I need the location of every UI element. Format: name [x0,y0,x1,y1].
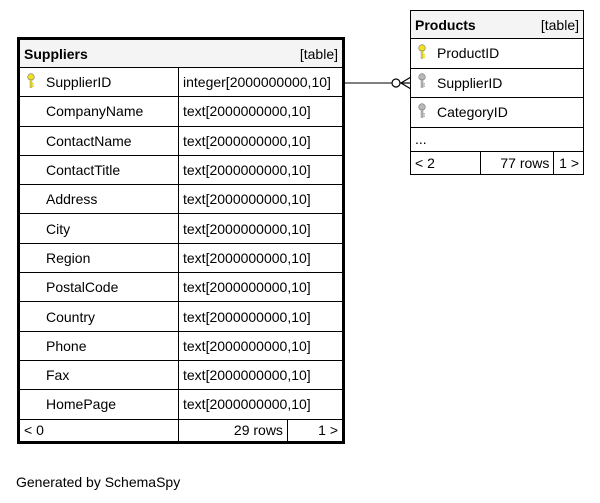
column-type: text[2000000000,10] [178,359,344,391]
optional-marker [391,78,401,88]
key-cell [18,301,42,332]
key-cell [18,154,42,186]
products-parents: < 2 [409,150,482,175]
products-more-row: ... [410,126,584,152]
key-cell [18,272,42,303]
key-cell [18,330,42,361]
key-cell [18,242,42,274]
column-name: PostalCode [42,272,179,303]
key-cell [410,67,433,98]
suppliers-row-count: 29 rows [178,418,288,443]
key-cell [18,184,42,215]
column-type: text[2000000000,10] [178,96,344,127]
column-type: text[2000000000,10] [178,389,344,420]
key-cell [18,389,42,420]
products-children: 1 > [553,150,584,175]
column-name: CategoryID [433,97,584,128]
products-title: Products [409,10,481,39]
crowfoot-lower [400,82,412,90]
column-name: ProductID [433,38,584,69]
column-type: integer[2000000000,10] [178,66,344,98]
column-type: text[2000000000,10] [178,301,344,332]
column-type: text[2000000000,10] [178,242,344,274]
suppliers-footer: < 0 29 rows 1 > [18,418,345,443]
foreign-key-icon [418,103,426,118]
key-cell [18,125,42,156]
column-type: text[2000000000,10] [178,213,344,244]
column-name: ContactTitle [42,154,179,186]
key-cell [410,38,433,69]
suppliers-tag: [table] [178,38,344,68]
key-cell [18,213,42,244]
column-name: SupplierID [433,67,584,98]
products-header: Products [table] [409,10,584,39]
foreign-key-icon [418,73,426,88]
column-name: SupplierID [42,66,179,98]
primary-key-icon [418,44,426,59]
crowfoot-upper [400,76,412,84]
key-cell [18,66,42,98]
products-column-row: ProductID [410,38,584,69]
products-tag: [table] [480,10,584,39]
suppliers-title: Suppliers [18,38,179,68]
suppliers-parents: < 0 [18,418,179,443]
column-name: Phone [42,330,179,361]
column-type: text[2000000000,10] [178,272,344,303]
suppliers-header: Suppliers [table] [18,38,344,68]
column-type: text[2000000000,10] [178,184,344,215]
column-name: CompanyName [42,96,179,127]
column-name: ContactName [42,125,179,156]
products-more: ... [410,126,584,152]
products-row-count: 77 rows [480,150,555,175]
column-type: text[2000000000,10] [178,154,344,186]
key-cell [18,96,42,127]
column-name: Fax [42,359,179,391]
column-name: Country [42,301,179,332]
generated-by-label: Generated by SchemaSpy [16,474,181,490]
key-cell [18,359,42,391]
column-name: City [42,213,179,244]
suppliers-children: 1 > [286,418,345,443]
products-footer: < 2 77 rows 1 > [409,150,584,175]
column-type: text[2000000000,10] [178,330,344,361]
key-cell [410,97,433,128]
column-type: text[2000000000,10] [178,125,344,156]
column-name: Address [42,184,179,215]
column-name: HomePage [42,389,179,420]
column-name: Region [42,242,179,274]
products-column-row: CategoryID [410,97,584,128]
products-column-row: SupplierID [410,67,584,98]
primary-key-icon [27,73,35,88]
